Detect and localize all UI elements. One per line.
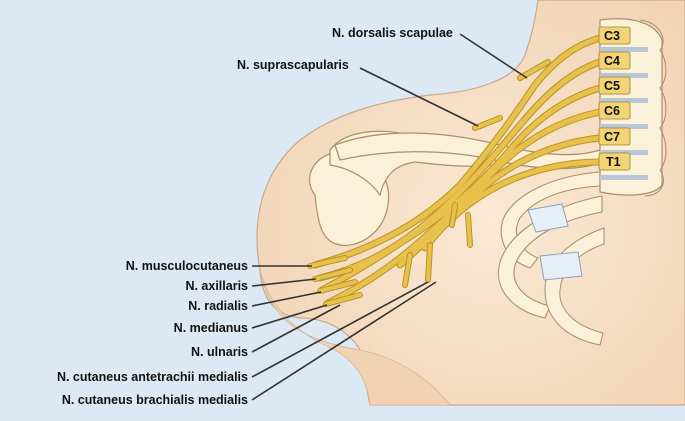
label-cutaneus-brachialis-medialis: N. cutaneus brachialis medialis bbox=[61, 393, 248, 407]
label-radialis: N. radialis bbox=[188, 299, 248, 313]
vertebra-label-c6: C6 bbox=[604, 104, 620, 118]
rib-1 bbox=[500, 171, 601, 269]
shoulder-bulge bbox=[259, 269, 451, 406]
label-dorsalis-scapulae: N. dorsalis scapulae bbox=[332, 26, 453, 40]
leader-lines bbox=[251, 33, 528, 401]
label-suprascapularis: N. suprascapularis bbox=[237, 58, 349, 72]
rib-cartilage-1 bbox=[527, 203, 569, 233]
label-axillaris: N. axillaris bbox=[185, 279, 248, 293]
label-medianus: N. medianus bbox=[173, 321, 248, 335]
rib-cartilage-2 bbox=[539, 251, 583, 281]
vertebra-label-c5: C5 bbox=[604, 79, 620, 93]
label-cutaneus-antebrachii-medialis: N. cutaneus antetrachii medialis bbox=[56, 370, 248, 384]
vertebra-label-t1: T1 bbox=[606, 155, 621, 169]
vertebra-label-c3: C3 bbox=[604, 29, 620, 43]
label-ulnaris: N. ulnaris bbox=[191, 345, 248, 359]
vertebra-label-c7: C7 bbox=[604, 130, 620, 144]
brachial-plexus-nerves bbox=[307, 34, 604, 307]
vertebra-label-c4: C4 bbox=[604, 54, 620, 68]
vertebra-label-boxes bbox=[598, 26, 631, 171]
label-musculocutaneus: N. musculocutaneus bbox=[125, 259, 248, 273]
